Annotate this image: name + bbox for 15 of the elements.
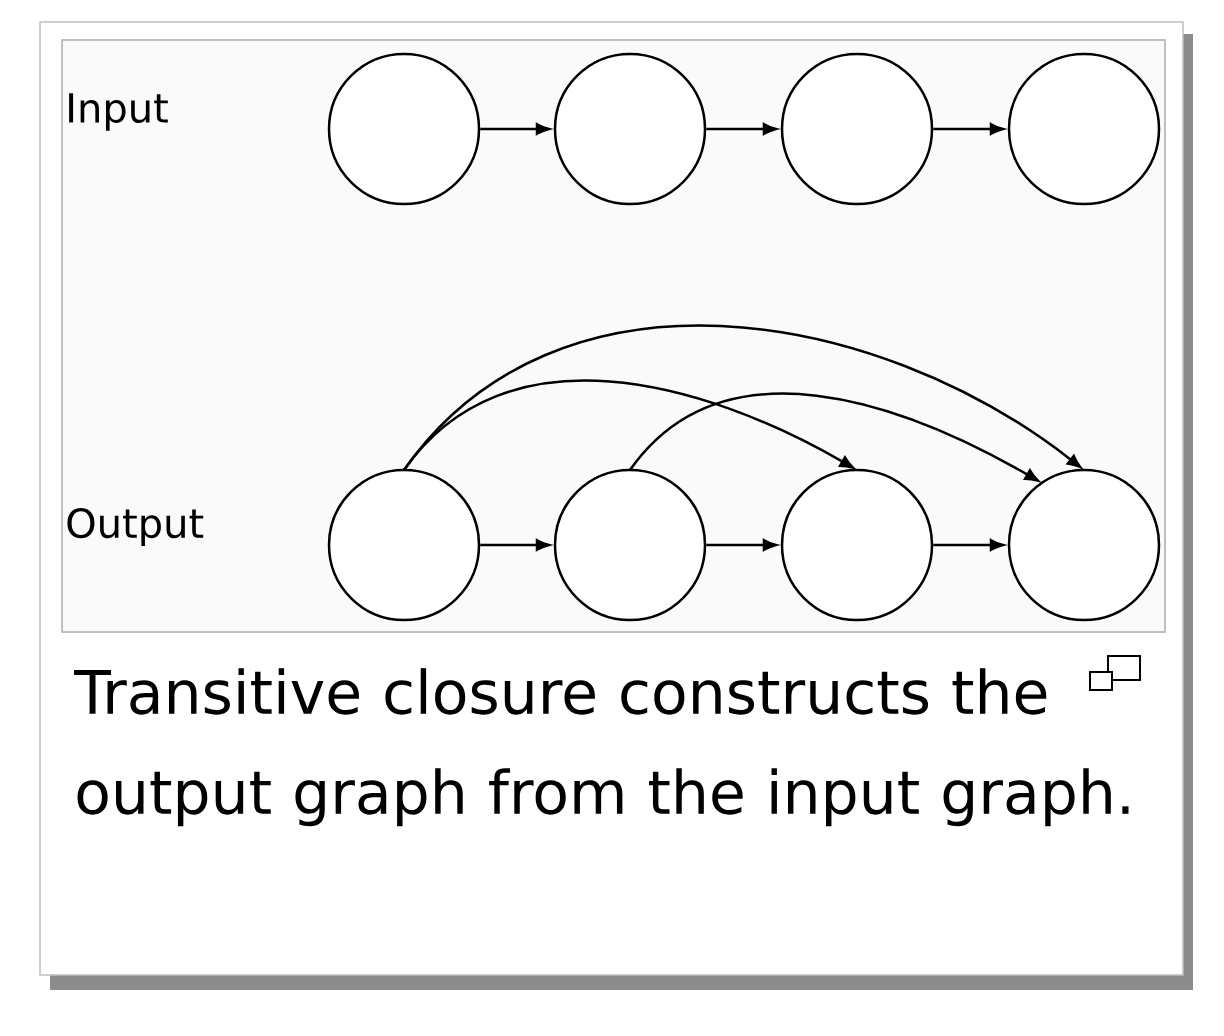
circle-node (1007, 468, 1161, 622)
circle-node (327, 52, 481, 206)
arrow (480, 538, 551, 552)
row-label: Output (67, 508, 204, 546)
circle-node (1007, 52, 1161, 206)
caption: Transitive closure constructs the output graph from the input graph. (74, 668, 1129, 827)
arrow (706, 538, 778, 552)
circle-node (327, 468, 481, 622)
arrow (480, 122, 551, 136)
arrow (706, 122, 778, 136)
circle-node (780, 52, 934, 206)
row-label: Input (69, 93, 168, 131)
circle-node (553, 468, 707, 622)
circle-node (780, 468, 934, 622)
circle-node (553, 52, 707, 206)
